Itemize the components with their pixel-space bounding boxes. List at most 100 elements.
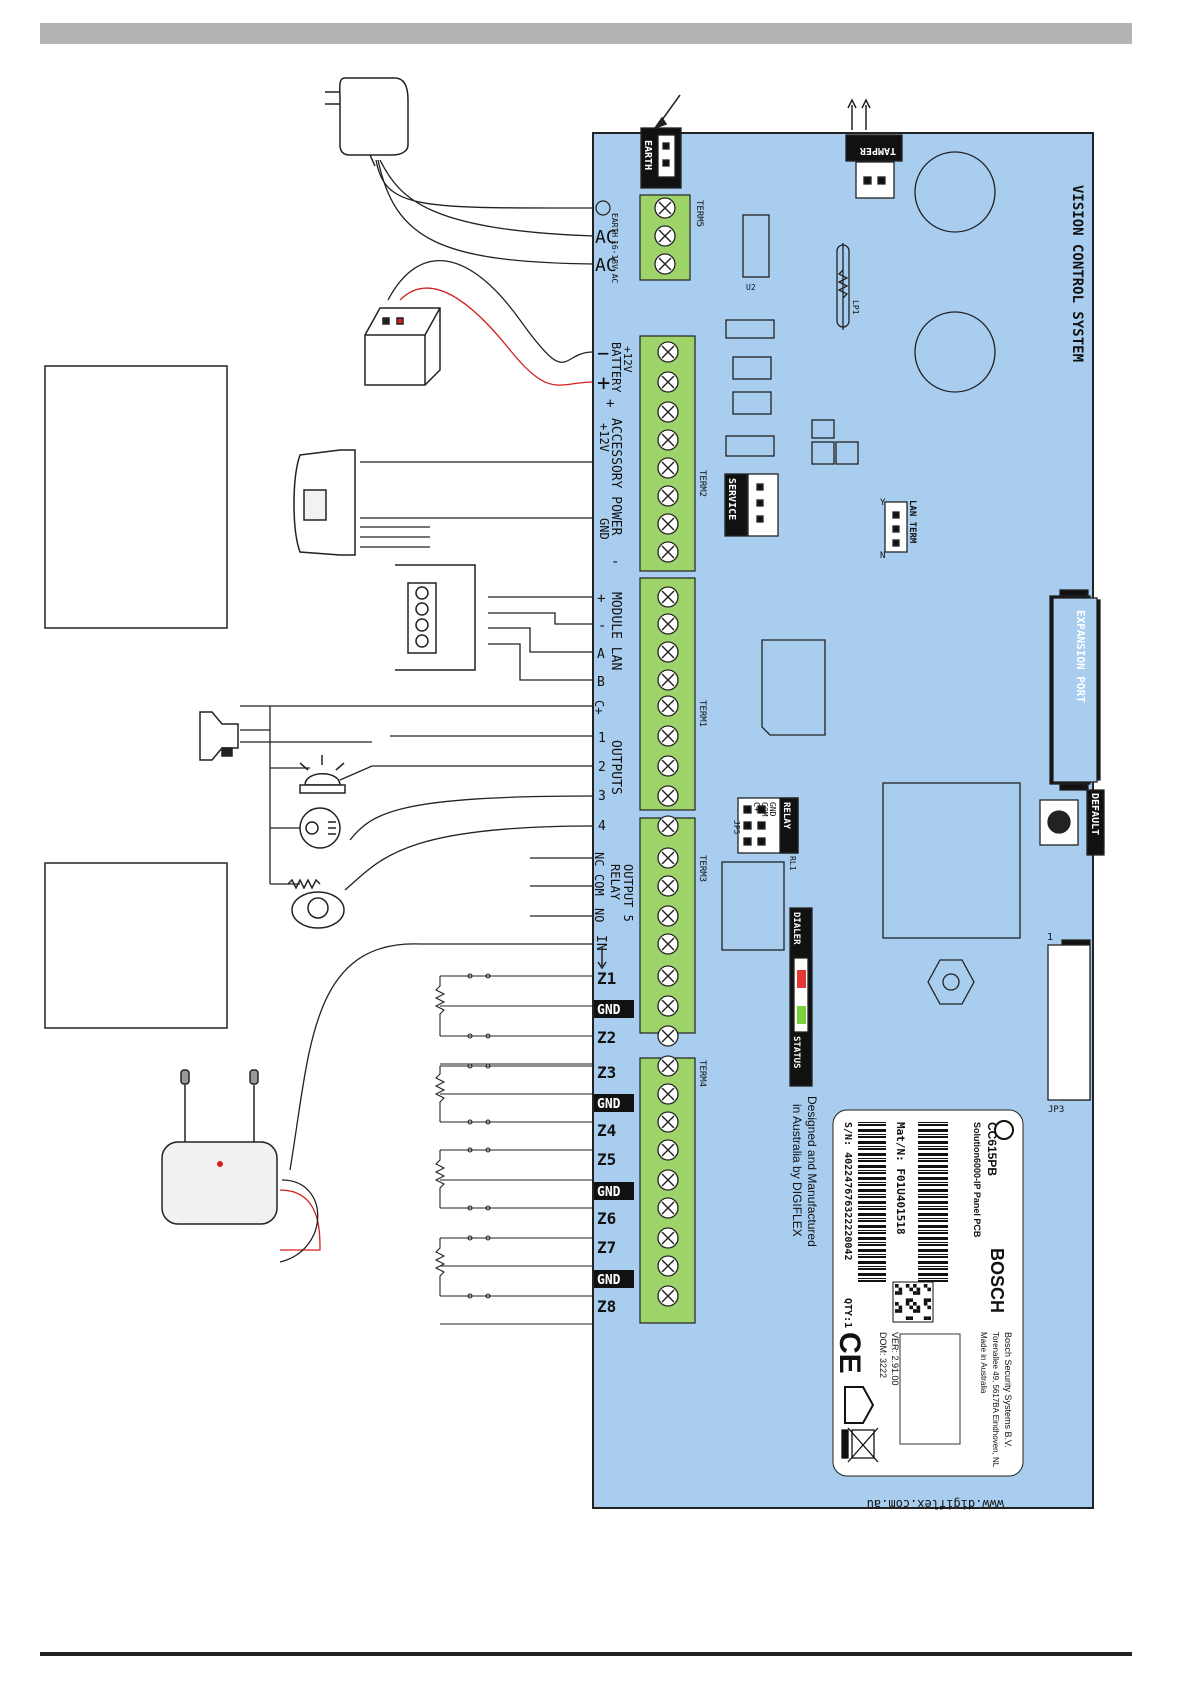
rcm-mark-icon [844,1386,875,1424]
sticker-mat: Mat/N: F01U401518 [894,1122,907,1235]
product-sticker: BOSCH CC615PB Solution6000-IP Panel PCB … [832,1109,1024,1477]
zone-label-4: Z4 [597,1121,616,1140]
output-2-label: 2 [598,760,606,775]
gnd-label-3: GND [597,1185,621,1200]
rl1-label: RL1 [788,856,797,871]
gnd-box-2 [594,1094,634,1112]
terminal-screw [657,485,679,507]
siren-icon [199,711,239,761]
terminal-screw [657,513,679,535]
terminal-screw [654,225,676,247]
gnd-label-4: GND [597,1273,621,1288]
sticker-description: Solution6000-IP Panel PCB [972,1122,982,1238]
output-3-label: 3 [598,789,606,804]
relay-nc-label: NC [592,852,606,866]
pir-detector-icon [293,449,356,556]
sticker-brand: BOSCH [987,1248,1007,1313]
lan-term-n-label: N [880,551,885,561]
sticker-serial: S/N: 402247676322220042 [842,1122,853,1260]
zone-label-6: Z6 [597,1209,616,1228]
battery-label: BATTERY [609,342,623,393]
accessory-12v-label: +12V [597,423,611,452]
sticker-model: CC615PB [985,1122,999,1176]
terminal-screw [657,1083,679,1105]
accessory-power-label: ACCESSORY POWER [608,418,623,536]
board-outline-icon [899,1333,961,1445]
status-led [797,1006,806,1024]
relay-no-label: NO [592,908,606,922]
battery-12v-label: +12V [621,346,634,373]
sticker-company: Bosch Security Systems B.V. [1003,1332,1013,1448]
battery-icon [364,307,441,386]
accessory-gnd-label: GND [597,518,611,540]
terminal-screw [657,847,679,869]
ac-rating-label: 16-18V AC [610,240,619,284]
zone-label-7: Z7 [597,1238,616,1257]
output-4-label: 4 [598,819,606,834]
relay-word-label: RELAY [608,864,622,901]
c-plus-label: C+ [592,700,606,714]
relay-cplus-label: C+ [752,802,761,812]
terminal-screw [657,995,679,1017]
serial-port-label: SERIAL PORT [1076,970,1089,1043]
jp5-label: JP5 [732,820,741,835]
terminal-screw [657,933,679,955]
zone-wiring [440,975,593,1325]
terminal-screw [657,815,679,837]
terminal-labels: TERM5 TERM2 TERM1 TERM3 TERM4 [694,200,707,1087]
output5-label: OUTPUT 5 [621,864,635,922]
lan-term-label: LAN TERM [907,500,917,544]
zone-label-1: Z1 [597,969,616,988]
terminal-screw [657,965,679,987]
terminal-screw [657,613,679,635]
strobe-icon [299,755,346,794]
earth-jumper-label: EARTH [642,140,653,170]
ce-mark: CE [833,1332,866,1374]
sticker-made-in: Made in Australia [979,1332,988,1394]
lan-b-label: B [597,675,605,690]
gnd-box-1 [594,1000,634,1018]
lan-plus-label: + [597,591,605,607]
terminal-screw [657,541,679,563]
terminal-screw [657,1169,679,1191]
terminal-screw [657,371,679,393]
terminal-screw [657,725,679,747]
lan-module-icon [395,564,476,671]
zone-eol-resistors [434,973,491,1299]
ac1-label: AC [595,227,617,248]
sticker-ver: VER: 2.91.00 [890,1332,900,1386]
plug-pack-icon [325,77,409,167]
term3-label: TERM3 [697,855,707,882]
terminal-screw [654,253,676,275]
terminal-screw [657,401,679,423]
thermal-detector-icon [287,878,345,929]
barcode-2 [858,1122,886,1282]
header-bar [40,23,1132,44]
terminal-screw [657,875,679,897]
service-label: SERVICE [726,478,737,520]
barcode-1 [918,1122,948,1282]
terminal-screw [657,1025,679,1047]
component-labels: EARTH TAMPER U2 LP1 SERVICE LAN TERM Y N… [642,140,1100,1511]
relay-jumper-label: RELAY [781,802,791,830]
jp3-pin-label: 1 [1047,932,1053,943]
accessory-plus-label: + [606,396,614,412]
battery-minus-label: − [597,341,609,365]
relay-com-label: COM [592,874,606,896]
gnd-box-3 [594,1182,634,1200]
relay-com-pin-label: COM [760,802,769,817]
jp3-label: JP3 [1048,1105,1064,1115]
in-label: IN [593,935,608,951]
terminal-screw [657,1227,679,1249]
terminal-screw [657,1255,679,1277]
terminal-screw [657,457,679,479]
u2-label: U2 [746,283,756,292]
term5-label: TERM5 [694,200,704,227]
weee-bin-icon [841,1427,879,1463]
earth-rating-label: EARTH [610,213,619,237]
zone-label-5: Z5 [597,1150,616,1169]
board-components [640,127,1105,1101]
terminal-screw [657,586,679,608]
gnd-label-1: GND [597,1003,621,1018]
gsm-dialer-icon [161,1069,278,1225]
